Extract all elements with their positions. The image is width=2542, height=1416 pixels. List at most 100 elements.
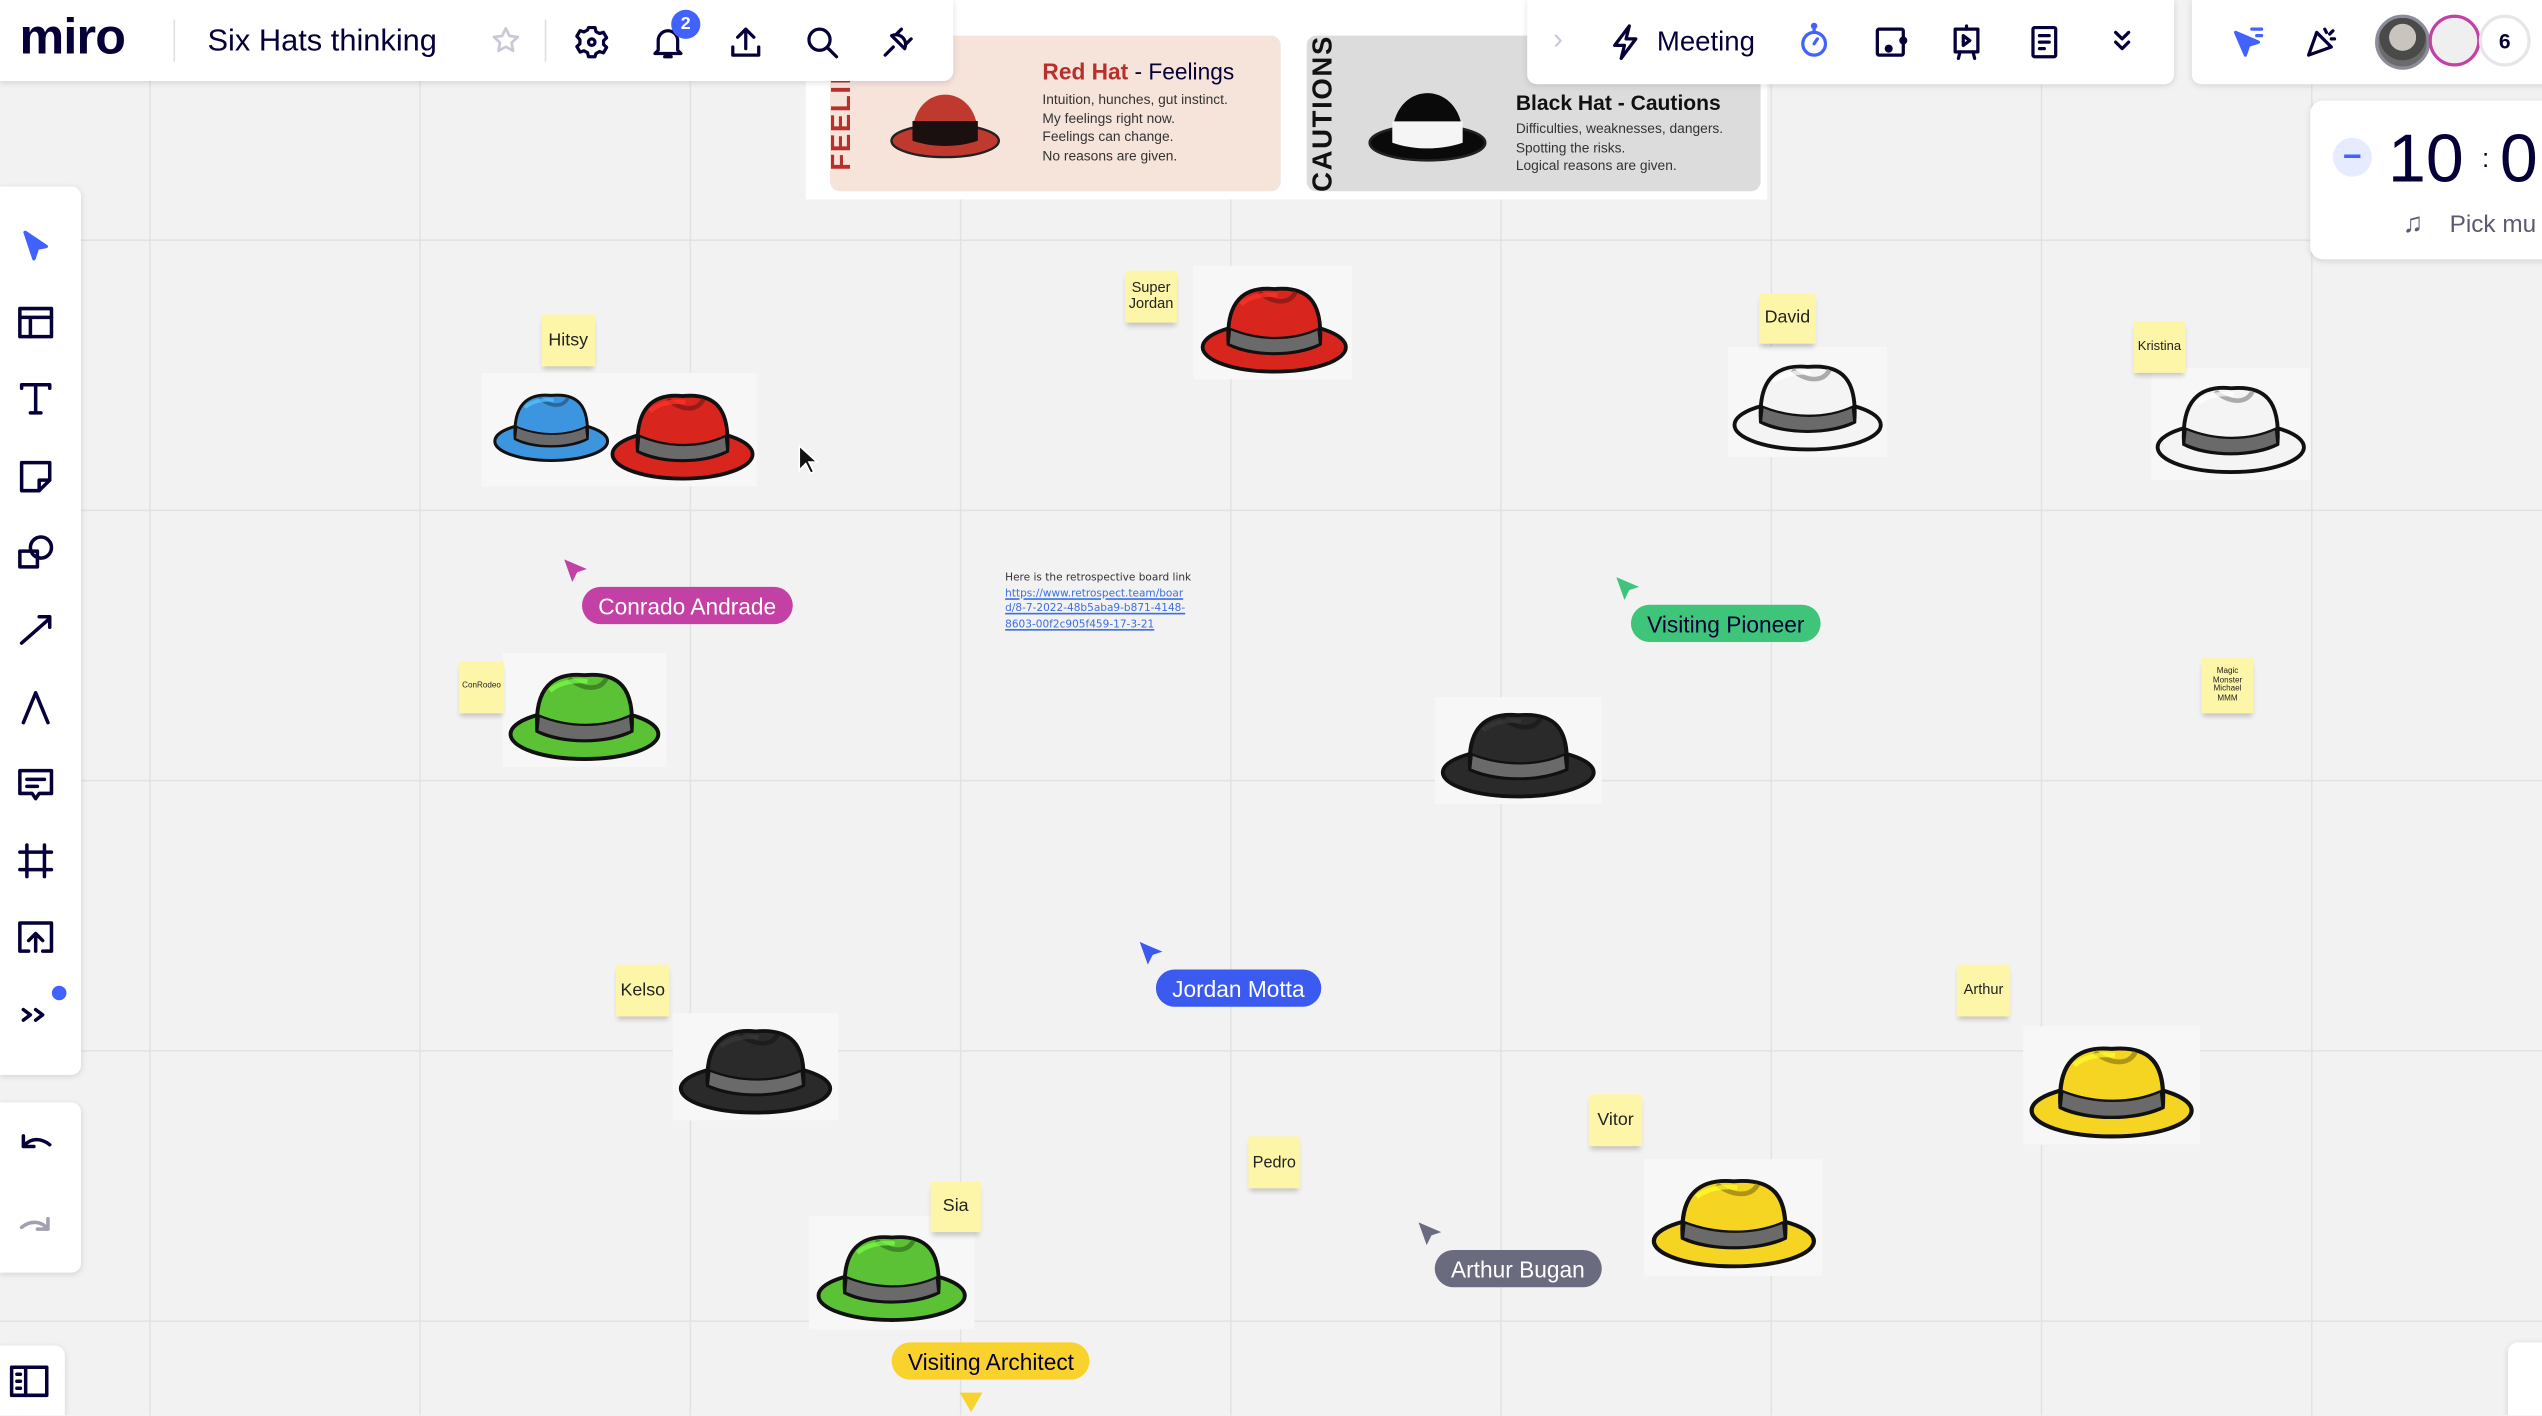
note-text: Here is the retrospective board link [1005,570,1192,584]
connection-arrow-icon[interactable] [15,608,57,650]
card-line: Spotting the risks. [1515,138,1626,155]
sticky-note-icon[interactable] [15,456,57,498]
plugin-icon[interactable] [877,21,919,63]
sticky-note[interactable]: Magic Monster Michael MMM [2201,658,2254,714]
sticky-note[interactable]: Sia [930,1181,981,1233]
miro-logo[interactable]: miro [19,8,126,65]
yellow-hat-icon [2027,1029,2197,1142]
cursor-arrow-icon [1139,941,1163,965]
white-hat-icon [2153,370,2309,479]
templates-layout-icon[interactable] [15,302,57,344]
sticky-note[interactable]: Arthur [1956,964,2011,1017]
star-icon[interactable] [486,21,525,60]
white-hat-icon [1730,349,1886,456]
yellow-hat-icon [1649,1162,1819,1272]
timer-panel: − 10 : 0 ♫ Pick mu [2310,100,2542,260]
select-pointer-icon[interactable] [15,225,57,267]
sticky-note[interactable]: Kelso [616,964,670,1017]
card-line: Difficulties, weaknesses, dangers. [1515,119,1724,137]
sticky-note[interactable]: ConRodeo [458,661,505,714]
more-tools-chevrons-icon[interactable] [15,994,57,1036]
sticky-note[interactable]: David [1759,293,1816,344]
card-line: Logical reasons are given. [1515,157,1677,174]
undo-icon[interactable] [15,1122,57,1164]
cursor-label: Visiting Pioneer [1630,604,1821,642]
retrospective-note[interactable]: Here is the retrospective board link htt… [1005,571,1191,633]
timer-minutes[interactable]: 10 [2388,119,2464,197]
sticky-note[interactable]: Super Jordan [1125,270,1177,323]
more-chevrons-down-icon[interactable] [2101,19,2143,61]
cursor-arrow-icon [1418,1222,1442,1246]
red-bowler-hat-icon [887,65,1004,166]
card-line: No reasons are given. [1042,146,1178,163]
black-card-title: Black Hat - Cautions [1515,90,1721,116]
sidebar-toggle-panel [0,1345,65,1416]
red-hat-icon [608,378,757,485]
celebrate-party-icon[interactable] [2299,19,2344,64]
cursor-label: Conrado Andrade [582,586,793,625]
divider [173,19,176,62]
search-icon[interactable] [801,21,843,63]
divider [544,19,547,62]
collaboration-bar: 6 [2191,0,2542,85]
red-card-title-color: Red Hat [1042,58,1129,85]
green-hat-icon [506,657,663,766]
expand-chevron-icon[interactable]: › [1553,22,1563,56]
board-title[interactable]: Six Hats thinking [207,24,437,59]
blue-hat-icon [491,381,611,465]
black-bowler-hat-icon [1359,65,1497,166]
meeting-toolbar: › Meeting [1527,0,2175,85]
black-hat-icon [1438,697,1598,802]
mouse-pointer-icon [798,444,820,475]
notifications-badge: 2 [671,9,701,39]
pen-draw-icon[interactable] [15,686,57,728]
pick-music-button[interactable]: Pick mu [2449,210,2537,239]
black-card-side-label: CAUTIONS [1307,35,1339,192]
notifications-bell-icon[interactable] [647,21,689,63]
settings-gear-icon[interactable] [571,21,613,63]
meeting-button[interactable]: Meeting [1656,25,1755,57]
cursor-arrow-icon [1616,577,1640,600]
retrospective-link[interactable]: https://www.retrospect.team/board/8-7-20… [1005,586,1186,631]
cursor-visibility-icon[interactable] [2224,19,2269,64]
comment-icon[interactable] [15,764,57,806]
sticky-note[interactable]: Pedro [1248,1136,1301,1189]
presentation-icon[interactable] [1944,19,1989,64]
sidebar-panel-icon[interactable] [8,1360,50,1402]
timer-seconds[interactable]: 0 [2499,119,2538,197]
timer-stopwatch-icon[interactable] [1791,18,1836,63]
cursor-label: Arthur Bugan [1434,1249,1601,1288]
lightning-icon[interactable] [1605,19,1647,64]
header-bar: miro Six Hats thinking 2 [0,0,954,82]
new-tools-dot [51,985,67,1001]
participants-count[interactable]: 6 [2478,14,2531,67]
sticky-note[interactable]: Hitsy [541,314,595,367]
card-line: Feelings can change. [1042,128,1174,145]
card-line: My feelings right now. [1042,109,1175,126]
red-card-lines: Intuition, hunches, gut instinct. My fee… [1042,91,1227,166]
avatar[interactable] [2428,14,2481,67]
left-toolbar [0,186,82,1075]
timer-separator: : [2482,145,2490,174]
music-note-icon[interactable]: ♫ [2402,207,2424,239]
avatar[interactable] [2375,14,2431,70]
red-card-title: Red Hat - Feelings [1042,58,1234,84]
shapes-icon[interactable] [15,532,57,574]
sticky-note[interactable]: Vitor [1588,1094,1643,1147]
sticky-note[interactable]: Kristina [2133,320,2186,373]
green-hat-icon [814,1219,970,1326]
cursor-arrow-icon [564,559,587,583]
upload-icon[interactable] [15,916,57,958]
upload-share-icon[interactable] [725,21,767,63]
red-hat-icon [1198,271,1350,378]
right-edge-panel [2507,1342,2542,1416]
notes-document-icon[interactable] [2022,19,2067,64]
timer-decrease-button[interactable]: − [2332,137,2372,177]
text-tool-icon[interactable] [15,378,57,420]
red-card-title-rest: - Feelings [1128,58,1235,85]
redo-icon[interactable] [15,1205,57,1247]
frame-icon[interactable] [15,840,57,882]
black-card-lines: Difficulties, weaknesses, dangers. Spott… [1516,120,1723,176]
video-card-icon[interactable] [1868,19,1913,64]
